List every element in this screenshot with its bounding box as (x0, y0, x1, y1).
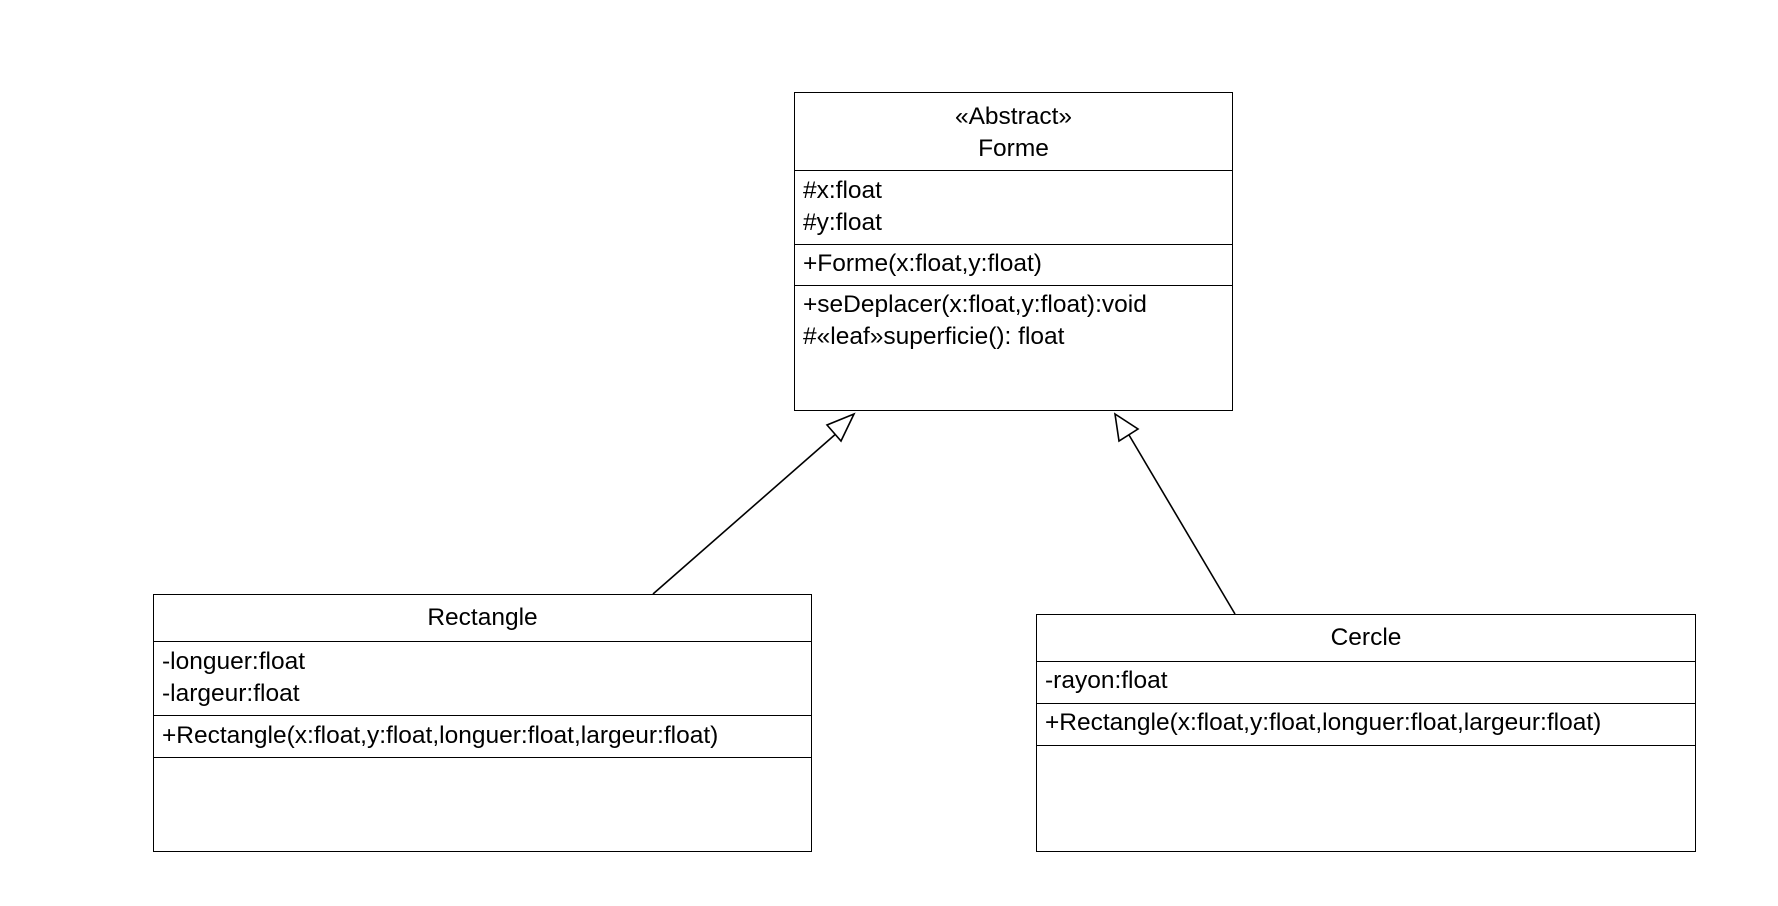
class-rectangle-name: Rectangle (427, 604, 538, 631)
generalization-rectangle-to-forme (652, 412, 856, 595)
generalization-cercle-to-forme (1113, 412, 1236, 615)
class-forme-stereotype: «Abstract» (954, 103, 1073, 130)
class-forme-header: «Abstract» Forme (795, 93, 1232, 171)
class-rectangle-constructors: +Rectangle(x:float,y:float,longuer:float… (154, 716, 811, 758)
method-sedeplacer: +seDeplacer(x:float,y:float):void (803, 291, 1147, 318)
class-forme-name: Forme (978, 135, 1049, 162)
class-cercle-header: Cercle (1037, 615, 1695, 662)
class-cercle-attributes: -rayon:float (1037, 662, 1695, 704)
class-forme[interactable]: «Abstract» Forme #x:float #y:float +Form… (794, 92, 1233, 411)
attribute-y: #y:float (803, 209, 882, 236)
class-cercle[interactable]: Cercle -rayon:float +Rectangle(x:float,y… (1036, 614, 1696, 852)
constructor-cercle: +Rectangle(x:float,y:float,longuer:float… (1045, 709, 1602, 736)
class-forme-constructors: +Forme(x:float,y:float) (795, 245, 1232, 286)
class-forme-methods: +seDeplacer(x:float,y:float):void #«leaf… (795, 286, 1232, 353)
attribute-largeur: -largeur:float (162, 680, 300, 707)
class-forme-attributes: #x:float #y:float (795, 171, 1232, 245)
attribute-x: #x:float (803, 177, 882, 204)
constructor-rectangle: +Rectangle(x:float,y:float,longuer:float… (162, 722, 719, 749)
method-superficie: #«leaf»superficie(): float (803, 323, 1065, 350)
constructor-forme: +Forme(x:float,y:float) (803, 250, 1042, 277)
class-rectangle-attributes: -longuer:float -largeur:float (154, 642, 811, 716)
class-cercle-constructors: +Rectangle(x:float,y:float,longuer:float… (1037, 704, 1695, 746)
class-rectangle[interactable]: Rectangle -longuer:float -largeur:float … (153, 594, 812, 852)
class-cercle-name: Cercle (1330, 624, 1402, 651)
attribute-rayon: -rayon:float (1045, 667, 1168, 694)
class-rectangle-header: Rectangle (154, 595, 811, 642)
attribute-longuer: -longuer:float (162, 648, 306, 675)
